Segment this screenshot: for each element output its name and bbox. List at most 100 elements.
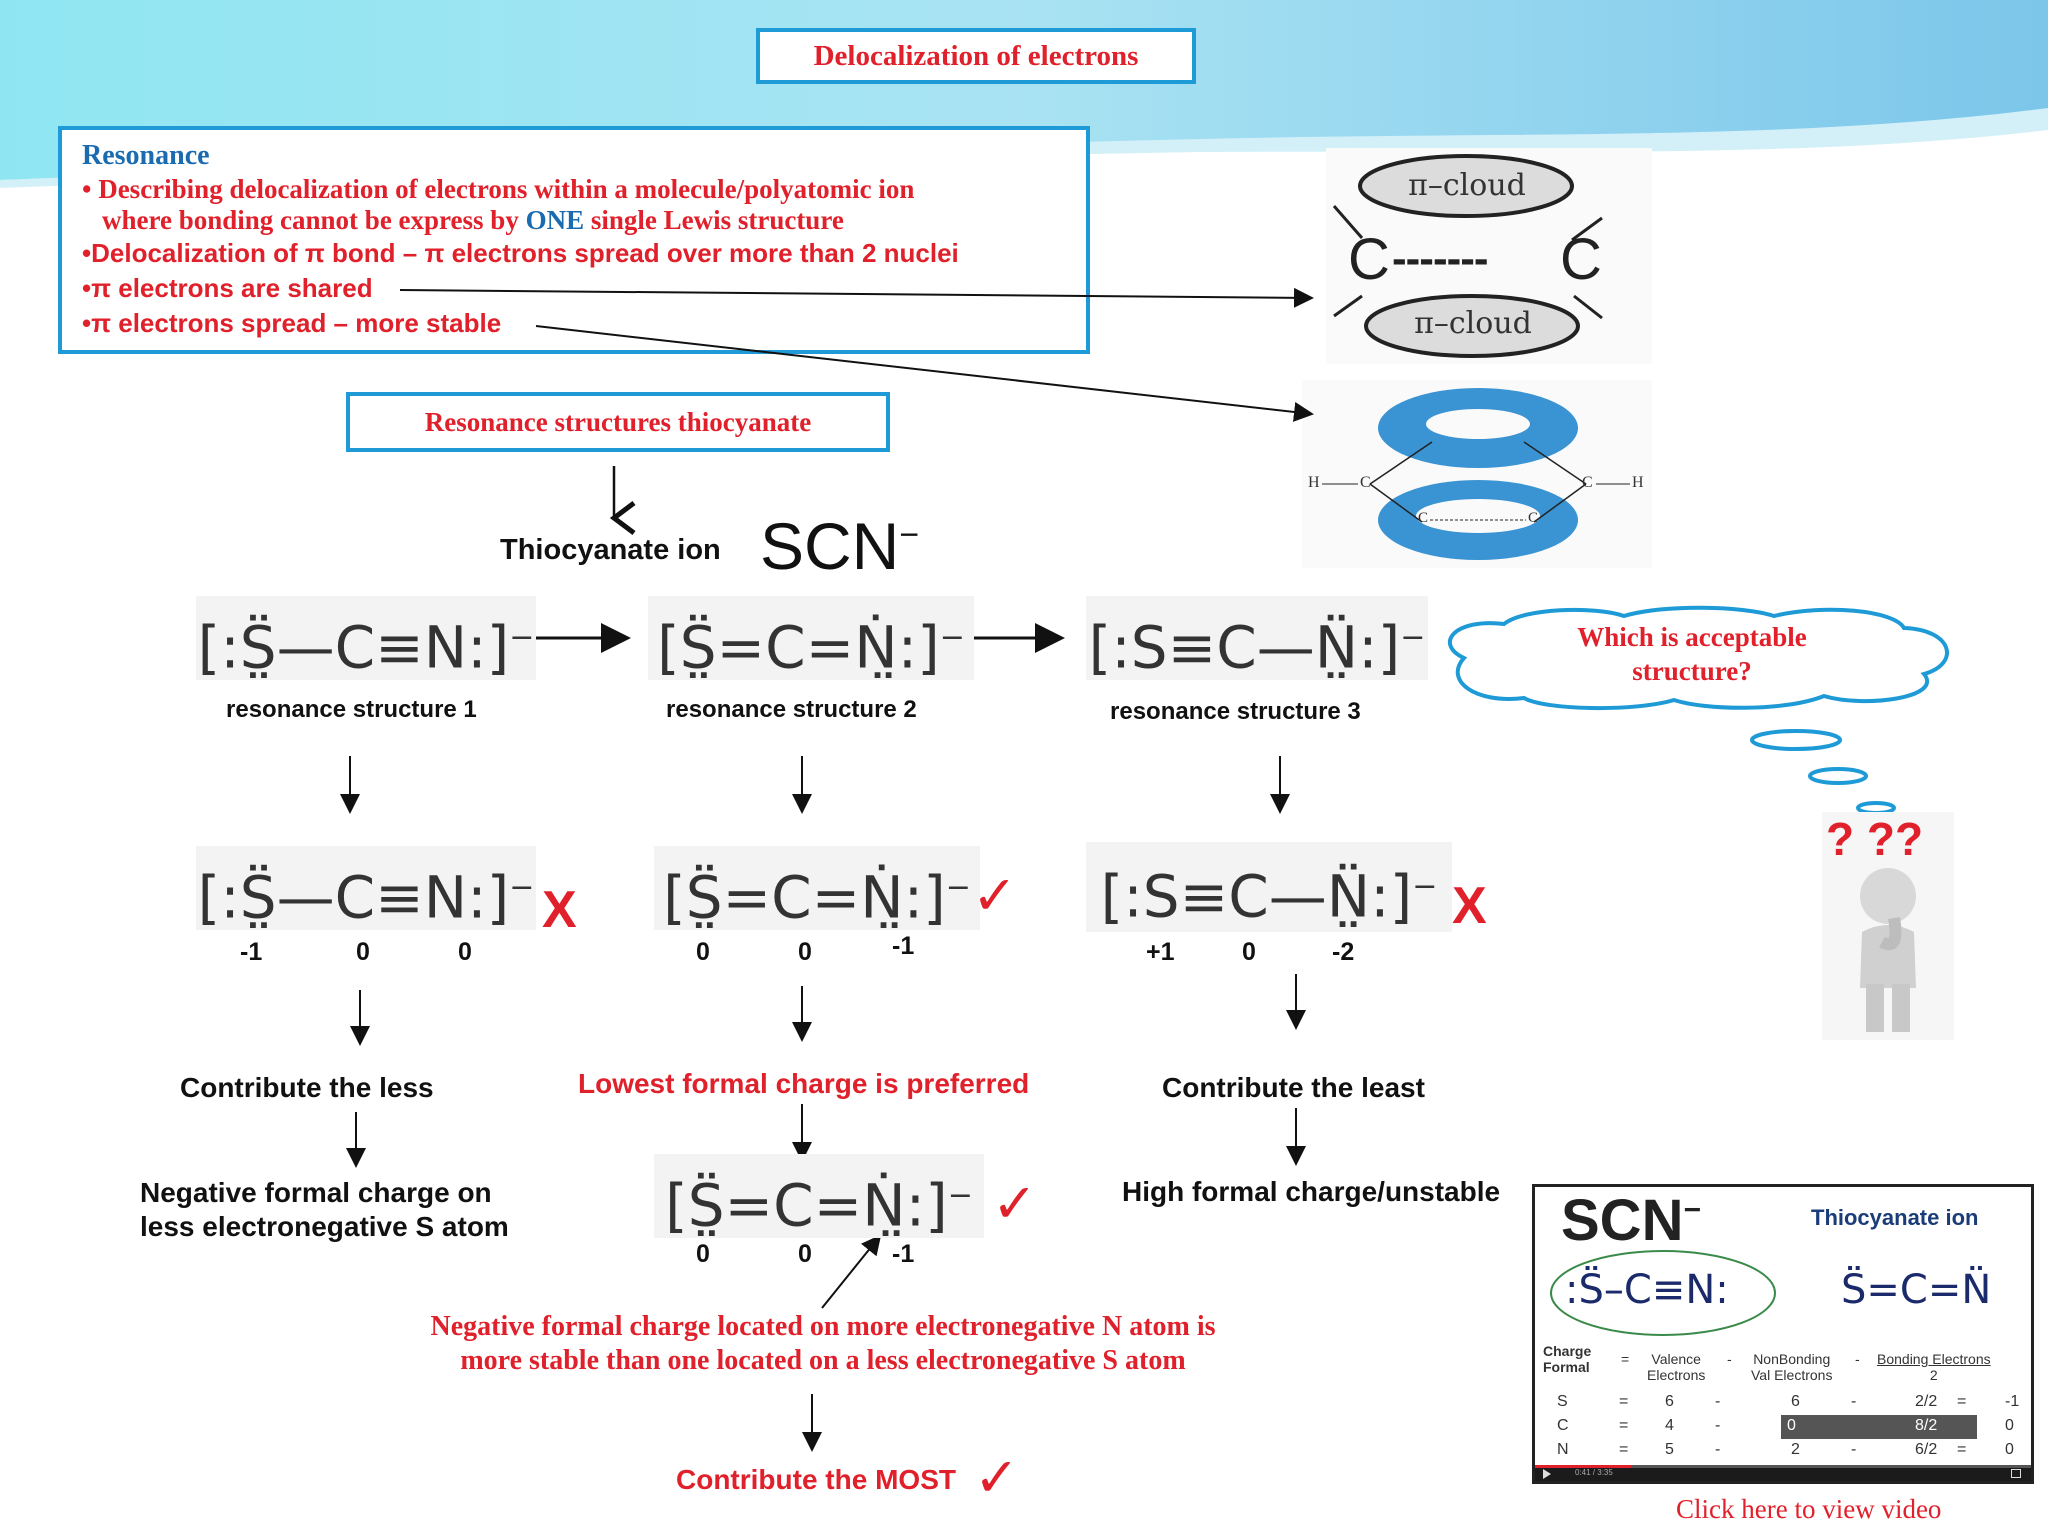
- video-row-s-minus: -: [1715, 1393, 1721, 1410]
- video-row-n-minus: -: [1715, 1441, 1721, 1458]
- thinking-person-svg: [1860, 868, 1916, 1032]
- video-row-c-b: 8/2: [1915, 1417, 1938, 1434]
- fc-2-s: 0: [696, 938, 710, 966]
- final-structure: [S̤̈=C=Ṅ̤:]−: [654, 1154, 984, 1240]
- video-play-icon[interactable]: [1543, 1469, 1551, 1479]
- thought-line-1: Which is acceptable: [1577, 622, 1807, 652]
- video-time: 0:41 / 3:35: [1575, 1468, 1613, 1477]
- formal-structure-1-charge: −: [509, 870, 535, 905]
- video-thumbnail[interactable]: SCN− Thiocyanate ion :S̈–C≡N: S̈=C=N̈ Ch…: [1532, 1184, 2034, 1484]
- conclusion-1-reason-1: Negative formal charge on: [140, 1177, 492, 1208]
- question-marks: ? ??: [1826, 813, 1924, 865]
- resonance-structure-3: [:S≡C—N̤̈:]−: [1086, 596, 1428, 681]
- pi-cloud-top-label: π–cloud: [1408, 168, 1526, 203]
- subtitle-box: Resonance structures thiocyanate: [346, 392, 890, 452]
- thought-cloud: Which is acceptable structure?: [1424, 604, 1960, 712]
- structure-1-label: resonance structure 1: [226, 696, 477, 723]
- resonance-line-2c: single Lewis structure: [584, 205, 844, 235]
- torus-h-right: H: [1632, 474, 1644, 491]
- formal-structure-3: [:S≡C—N̤̈:]−: [1086, 842, 1452, 932]
- video-formula-text: SCN: [1561, 1188, 1684, 1253]
- conclusion-1-reason: Negative formal charge on less electrone…: [140, 1176, 509, 1244]
- ion-formula-text: SCN: [760, 509, 900, 583]
- reject-mark-1: X: [542, 881, 577, 939]
- video-row-n-b: 6/2: [1915, 1441, 1938, 1458]
- torus-c-inner-left: C: [1418, 510, 1429, 526]
- video-col-bond: Bonding Electrons 2: [1877, 1351, 1991, 1383]
- final-fc-c: 0: [798, 1240, 812, 1268]
- fc-3-n: -2: [1332, 938, 1355, 966]
- video-row-s-fc: -1: [2005, 1393, 2020, 1410]
- video-row-c-atom: C: [1557, 1417, 1569, 1434]
- fc-3-s: +1: [1146, 938, 1175, 966]
- formal-structure-3-text: [:S≡C—N̤̈:]: [1100, 862, 1413, 931]
- video-row-n-atom: N: [1557, 1441, 1569, 1458]
- video-struct-right: S̈=C=N̈: [1841, 1267, 1992, 1313]
- video-col-minus-2: -: [1855, 1351, 1860, 1367]
- video-col-valence-1: Valence: [1651, 1351, 1701, 1367]
- video-row-c-fc: 0: [2005, 1417, 2014, 1434]
- video-row-s-nb: 6: [1791, 1393, 1800, 1410]
- page-title: Delocalization of electrons: [756, 28, 1196, 84]
- conclusion-1-title: Contribute the less: [180, 1072, 434, 1103]
- video-fullscreen-icon[interactable]: [2011, 1469, 2021, 1478]
- video-col-valence: Valence Electrons: [1647, 1351, 1705, 1383]
- torus-svg: [1322, 388, 1630, 560]
- video-row-s-b: 2/2: [1915, 1393, 1938, 1410]
- structure-3-charge: −: [1400, 620, 1426, 655]
- conclusion-2-note-2: more stable than one located on a less e…: [460, 1345, 1186, 1376]
- conclusion-2-final: Contribute the MOST: [676, 1464, 956, 1495]
- formal-structure-2-charge: −: [945, 870, 971, 905]
- pi-bond-dashes: -------: [1392, 234, 1489, 283]
- video-formula: SCN−: [1561, 1187, 1701, 1254]
- video-row-c-eq: =: [1619, 1417, 1629, 1434]
- structure-2-charge: −: [939, 620, 965, 655]
- video-formula-charge: −: [1683, 1193, 1701, 1227]
- conclusion-2-title: Lowest formal charge is preferred: [578, 1068, 1030, 1099]
- video-row-s: S = 6 - 6 - 2/2 = -1: [1535, 1393, 2031, 1417]
- page-title-text: Delocalization of electrons: [813, 40, 1139, 72]
- video-row-n-nb: 2: [1791, 1441, 1800, 1458]
- video-row-c-minus: -: [1715, 1417, 1721, 1434]
- video-col-nonbond-2: Val Electrons: [1751, 1367, 1833, 1383]
- final-structure-text: [S̤̈=C=Ṅ̤:]: [665, 1171, 948, 1240]
- video-progress-fill: [1535, 1465, 1631, 1468]
- resonance-structure-1: [:S̤̈—C≡N:]−: [196, 596, 536, 681]
- conclusion-2-note: Negative formal charge located on more e…: [318, 1310, 1328, 1378]
- pi-left-carbon: C: [1348, 227, 1390, 292]
- torus-c-left: C: [1360, 474, 1371, 491]
- ion-label: Thiocyanate ion: [500, 534, 721, 566]
- reject-mark-3: X: [1452, 877, 1487, 935]
- final-structure-charge: −: [947, 1178, 973, 1213]
- resonance-line-2: where bonding cannot be express by ONE s…: [82, 205, 1086, 236]
- video-highlight-ellipse: [1550, 1250, 1776, 1336]
- video-struct-left: :S̈–C≡N:: [1565, 1267, 1729, 1313]
- video-link[interactable]: Click here to view video: [1676, 1494, 1942, 1524]
- resonance-box: Resonance • Describing delocalization of…: [58, 126, 1090, 354]
- ion-formula: SCN−: [760, 508, 919, 584]
- formal-structure-3-charge: −: [1412, 869, 1438, 904]
- torus-diagram: H C C H C C: [1302, 380, 1652, 568]
- pi-cloud-svg: [1332, 154, 1603, 358]
- video-control-bar[interactable]: 0:41 / 3:35: [1535, 1465, 2031, 1481]
- resonance-line-4: •π electrons are shared: [82, 273, 373, 303]
- video-row-c-val: 4: [1665, 1417, 1674, 1434]
- video-progress-track[interactable]: [1535, 1465, 2031, 1468]
- video-row-s-val: 6: [1665, 1393, 1674, 1410]
- pi-cloud-bottom-label: π–cloud: [1414, 306, 1532, 341]
- torus-c-inner-right: C: [1528, 510, 1539, 526]
- formal-structure-1-text: [:S̤̈—C≡N:]: [197, 863, 510, 932]
- resonance-line-2a: where bonding cannot be express by: [102, 205, 526, 235]
- resonance-line-1: • Describing delocalization of electrons…: [82, 174, 915, 204]
- subtitle-text: Resonance structures thiocyanate: [424, 407, 812, 437]
- pi-cloud-diagram: π–cloud π–cloud C ------- C: [1326, 148, 1652, 364]
- final-accept-mark: ✓: [992, 1174, 1038, 1234]
- structure-2-text: [S̤̈=C=Ṅ̤:]: [657, 613, 940, 682]
- video-col-eq: =: [1621, 1351, 1630, 1367]
- torus-h-left: H: [1308, 474, 1320, 491]
- resonance-line-3: •Delocalization of π bond – π electrons …: [82, 238, 959, 268]
- video-row-c-highlight: [1781, 1415, 1977, 1439]
- video-title: Thiocyanate ion: [1811, 1205, 1979, 1230]
- video-col-nonbond-1: NonBonding: [1753, 1351, 1831, 1367]
- formal-structure-2-text: [S̤̈=C=Ṅ̤:]: [663, 863, 946, 932]
